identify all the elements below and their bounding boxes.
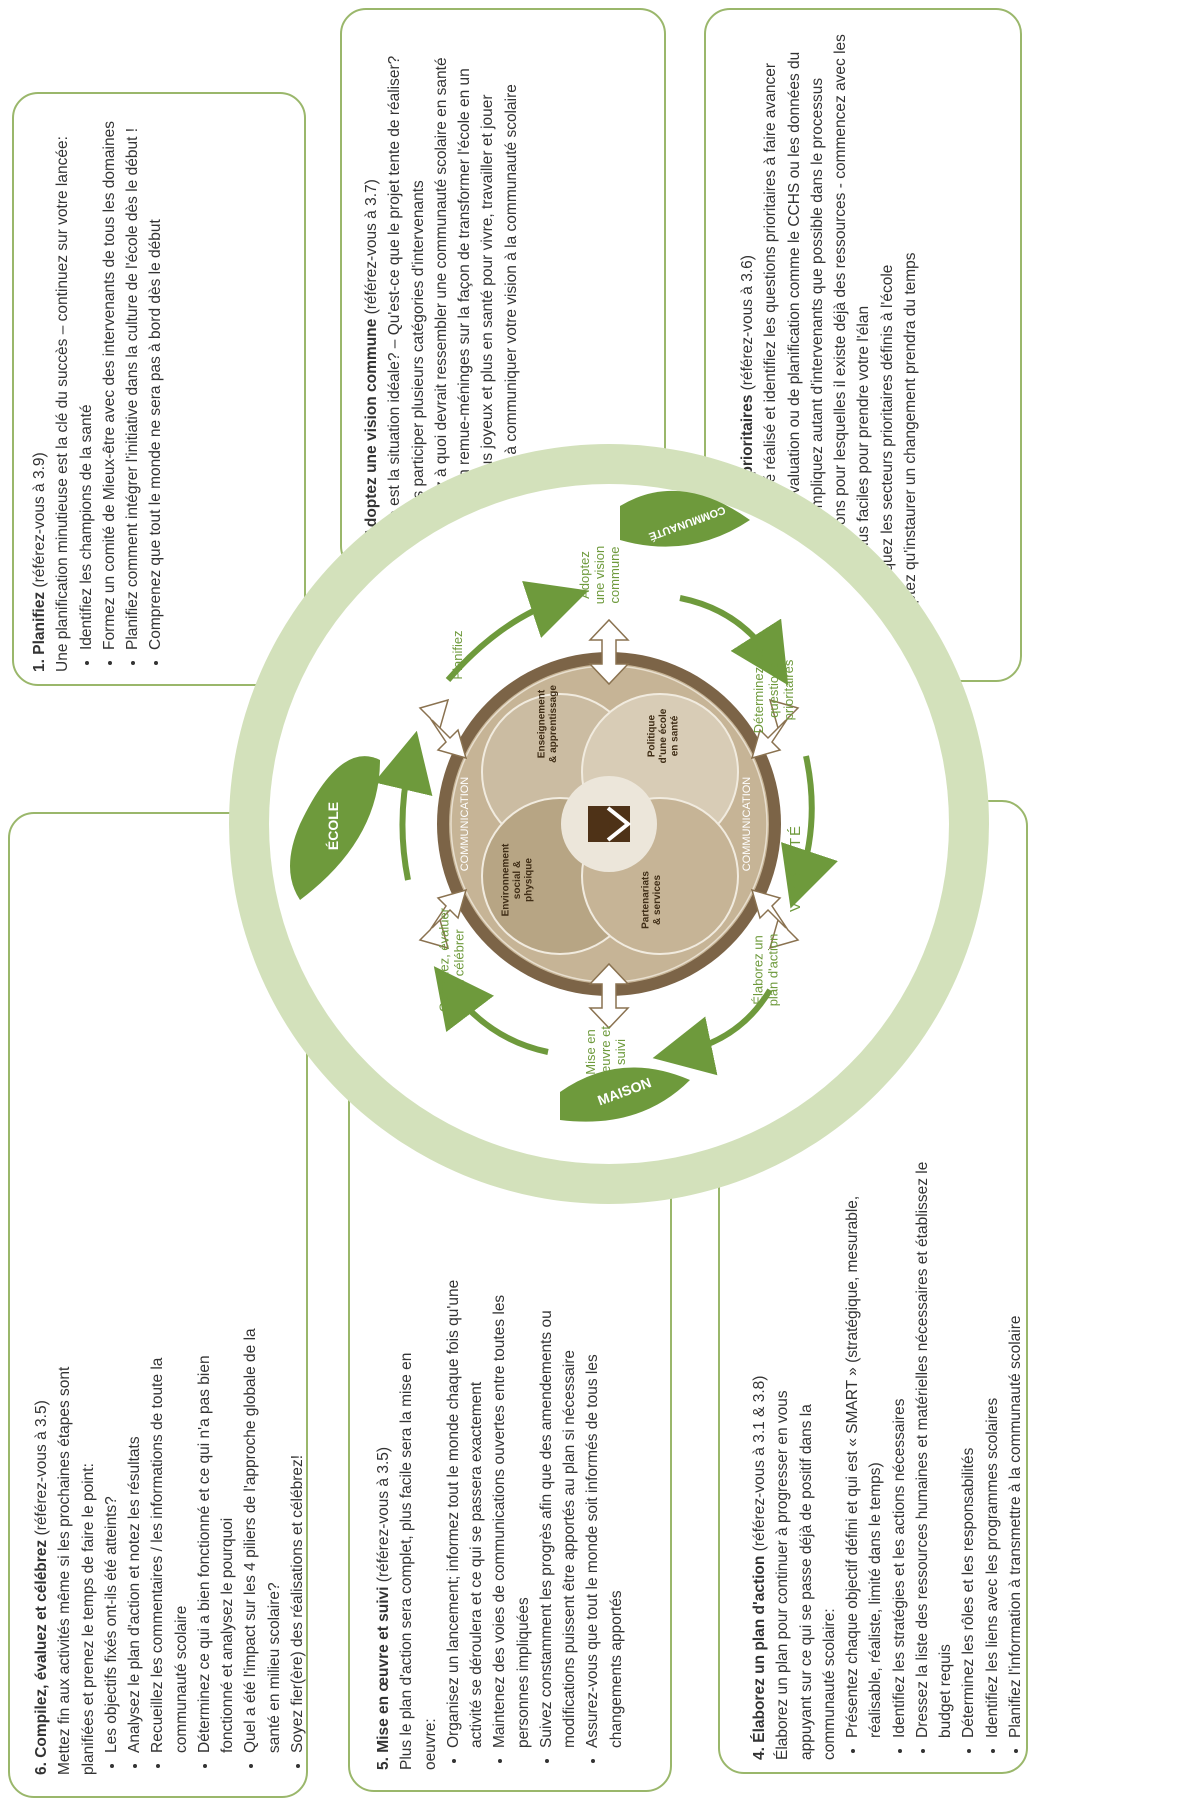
leaf-maison [560,1067,690,1122]
step6-box [8,812,308,1798]
pillar-label-politique: Politiqued'une écoleen santé [647,708,681,763]
connector-arrow-br [750,888,800,950]
student-icon [588,806,632,842]
communication-label-left: COMMUNICATION [459,777,471,872]
cycle-label-adoptez: Adoptezune visioncommune [577,546,622,605]
cycle-label-compilez: Compilez, évalueret célébrer [437,907,467,1012]
leaf-ecole [290,756,380,900]
cycle-label-determinez: Déterminez lesquestionsprioritaires [751,646,796,733]
cycle-arrows [373,581,838,1076]
step1-box [12,92,306,686]
connector-arrow-bottom [588,962,630,1030]
pillar-label-environnement: Environnementsocial &physique [501,843,535,916]
communication-label-right: COMMUNICATION [741,777,753,872]
leaf-communaute [620,490,750,547]
cycle-label-mise: Mise enœuvre etsuivi [583,1026,628,1078]
cycle-label-planifiez: Planifiez [450,630,465,679]
viabilite-label-right: VIABILITÉ [787,824,804,912]
pillar-label-partenariats: Partenariats& services [640,871,663,929]
leaf-label-ecole: ÉCOLE [325,802,341,850]
connector-arrow-top [588,618,630,686]
connector-arrows [418,618,800,1030]
connector-arrow-bl [418,888,468,950]
pillar-label-enseignement: Enseignement& apprentissage [536,685,559,763]
cycle-arrow-3 [781,755,838,909]
connector-arrow-tr [750,698,800,760]
cycle-arrow-1 [445,581,589,682]
cycle-arrow-2 [679,595,789,686]
cycle-arrow-6 [373,730,433,881]
cycle-arrow-4 [652,988,773,1076]
cycle-label-elaborez: Élaborez unplan d'action [751,934,781,1007]
cycle-arrow-5 [433,966,549,1055]
connector-arrow-tl [418,698,468,760]
